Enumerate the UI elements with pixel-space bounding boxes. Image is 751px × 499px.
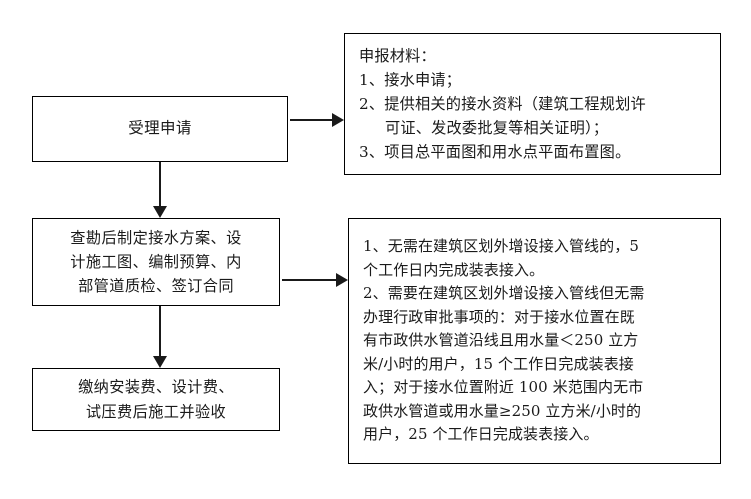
note-line: 2、需要在建筑区划外增设接入管线但无需 <box>363 284 645 303</box>
arrow-shaft <box>159 162 161 207</box>
arrow-shaft <box>159 306 161 357</box>
process-box-payment-and-acceptance[interactable]: 缴纳安装费、设计费、 试压费后施工并验收 <box>32 368 280 431</box>
process-box-line: 查勘后制定接水方案、设 <box>70 228 242 247</box>
arrow-down-icon <box>150 306 170 368</box>
arrow-shaft <box>290 119 333 121</box>
process-box-receive-application[interactable]: 受理申请 <box>32 96 288 162</box>
arrow-shaft <box>282 279 337 281</box>
process-box-line: 计施工图、编制预算、内 <box>70 252 242 271</box>
note-line: 米/小时的用户，15 个工作日完成装表接 <box>363 354 634 373</box>
process-box-line: 部管道质检、签订合同 <box>78 277 234 295</box>
process-box-line: 缴纳安装费、设计费、 <box>78 378 234 397</box>
arrow-head <box>153 356 167 368</box>
process-box-line: 受理申请 <box>128 119 192 138</box>
process-box-line: 试压费后施工并验收 <box>85 402 227 421</box>
arrow-head <box>153 206 167 218</box>
arrow-head <box>336 273 348 287</box>
note-line: 1、无需在建筑区划外增设接入管线的，5 <box>363 237 639 256</box>
arrow-right-icon <box>282 270 348 290</box>
note-box-processing-time-rules[interactable]: 1、无需在建筑区划外增设接入管线的，5 个工作日内完成装表接入。 2、需要在建筑… <box>348 218 721 464</box>
note-line: 政供水管道或用水量≥250 立方米/小时的 <box>363 401 642 420</box>
note-line: 入；对于接水位置附近 100 米范围内无市 <box>363 378 644 397</box>
note-line: 有市政供水管道沿线且用水量＜250 立方 <box>363 331 639 350</box>
note-box-application-materials[interactable]: 申报材料： 1、接水申请； 2、提供相关的接水资料（建筑工程规划许 可证、发改委… <box>344 33 721 175</box>
arrow-down-icon <box>150 162 170 218</box>
note-line: 1、接水申请； <box>359 70 462 89</box>
note-line: 可证、发改委批复等相关证明）； <box>385 119 609 137</box>
note-line: 用户，25 个工作日完成装表接入。 <box>363 425 599 444</box>
note-line: 申报材料： <box>359 46 436 65</box>
arrow-head <box>332 113 344 127</box>
process-box-survey-and-contract[interactable]: 查勘后制定接水方案、设 计施工图、编制预算、内 部管道质检、签订合同 <box>32 218 280 306</box>
note-line: 办理行政审批事项的：对于接水位置在既 <box>363 307 635 326</box>
note-line: 个工作日内完成装表接入。 <box>363 260 545 279</box>
note-line: 3、项目总平面图和用水点平面布置图。 <box>359 143 631 162</box>
note-line: 2、提供相关的接水资料（建筑工程规划许 <box>359 94 646 113</box>
note-body: 申报材料： 1、接水申请； 2、提供相关的接水资料（建筑工程规划许 可证、发改委… <box>345 38 720 170</box>
arrow-right-icon <box>290 110 344 130</box>
note-body: 1、无需在建筑区划外增设接入管线的，5 个工作日内完成装表接入。 2、需要在建筑… <box>349 229 720 452</box>
